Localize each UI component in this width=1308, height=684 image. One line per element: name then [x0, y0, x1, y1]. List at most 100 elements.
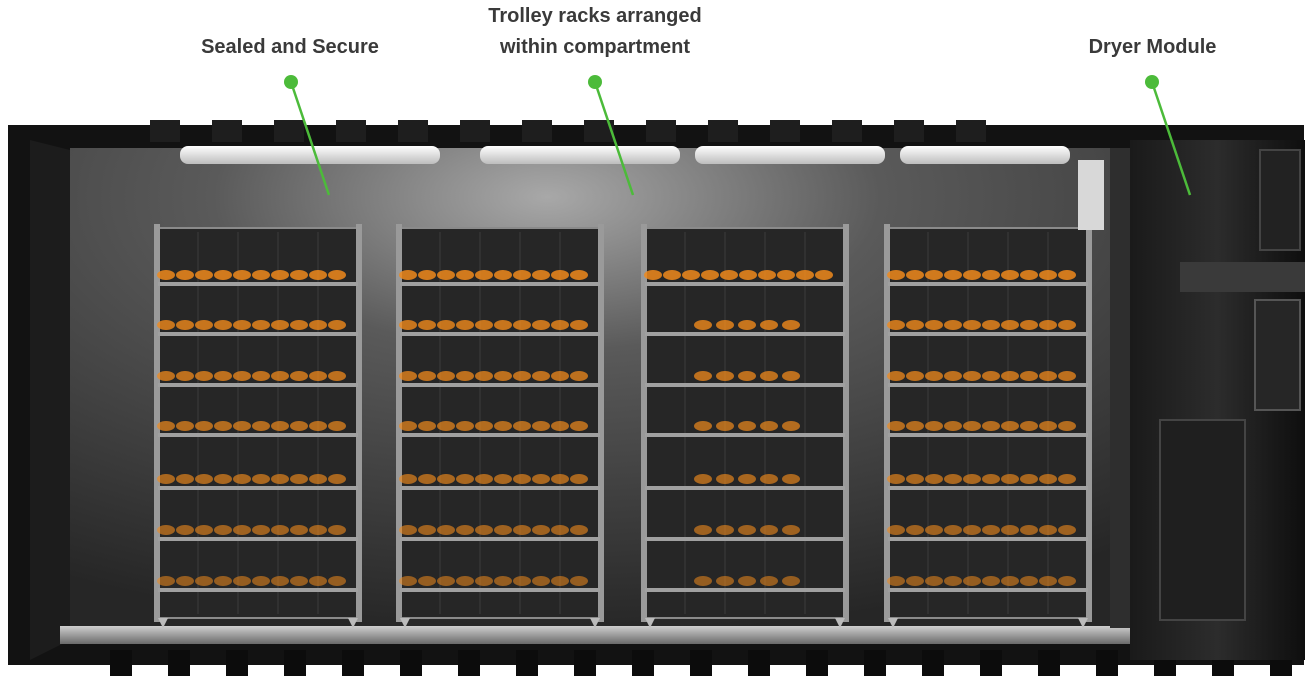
produce-piece [796, 270, 814, 280]
produce-piece [1020, 320, 1038, 330]
produce-piece [944, 320, 962, 330]
produce-piece [309, 270, 327, 280]
produce-piece [760, 576, 778, 586]
label-dryer-module: Dryer Module [1060, 32, 1245, 63]
rack-shelf [158, 332, 358, 336]
produce-piece [716, 421, 734, 431]
rack-shelf [888, 537, 1088, 541]
produce-piece [1058, 474, 1076, 484]
produce-piece [475, 320, 493, 330]
produce-piece [399, 576, 417, 586]
produce-piece [570, 270, 588, 280]
produce-piece [214, 525, 232, 535]
produce-piece [551, 320, 569, 330]
produce-piece [195, 525, 213, 535]
rack-shelf [400, 332, 600, 336]
produce-piece [944, 525, 962, 535]
produce-piece [290, 421, 308, 431]
produce-piece [176, 371, 194, 381]
trolley-rack [884, 224, 1092, 628]
produce-piece [760, 525, 778, 535]
produce-piece [233, 421, 251, 431]
produce-piece [925, 525, 943, 535]
produce-piece [437, 421, 455, 431]
produce-piece [1020, 576, 1038, 586]
rack-shelf [158, 486, 358, 490]
produce-piece [214, 576, 232, 586]
produce-piece [1001, 421, 1019, 431]
floor-rib [226, 650, 248, 676]
ceiling-light [480, 146, 680, 164]
produce-piece [418, 270, 436, 280]
produce-piece [694, 474, 712, 484]
produce-piece [456, 270, 474, 280]
produce-piece [328, 576, 346, 586]
produce-piece [328, 474, 346, 484]
floor-rib [748, 650, 770, 676]
rack-shelf [645, 282, 845, 286]
produce-piece [437, 320, 455, 330]
produce-piece [328, 320, 346, 330]
produce-piece [157, 320, 175, 330]
produce-piece [195, 270, 213, 280]
produce-piece [532, 525, 550, 535]
produce-piece [532, 576, 550, 586]
produce-piece [782, 474, 800, 484]
produce-piece [1020, 270, 1038, 280]
produce-piece [1058, 576, 1076, 586]
produce-piece [663, 270, 681, 280]
produce-piece [252, 525, 270, 535]
pointer-dot-sealed [284, 75, 298, 89]
produce-piece [418, 320, 436, 330]
produce-piece [418, 371, 436, 381]
label-trolley-line2: within compartment [499, 36, 690, 58]
produce-piece [982, 371, 1000, 381]
produce-piece [887, 421, 905, 431]
produce-piece [513, 525, 531, 535]
produce-piece [551, 474, 569, 484]
produce-piece [906, 576, 924, 586]
produce-piece [456, 525, 474, 535]
produce-piece [1020, 525, 1038, 535]
rack-shelf [158, 282, 358, 286]
produce-piece [738, 474, 756, 484]
produce-piece [513, 320, 531, 330]
produce-piece [570, 421, 588, 431]
label-trolley-racks: Trolley racks arranged within compartmen… [470, 1, 720, 63]
produce-piece [925, 270, 943, 280]
produce-piece [418, 421, 436, 431]
produce-piece [513, 371, 531, 381]
produce-piece [551, 371, 569, 381]
roof-rib [956, 120, 986, 142]
produce-piece [815, 270, 833, 280]
produce-piece [309, 421, 327, 431]
pointer-sealed [289, 81, 331, 196]
produce-piece [682, 270, 700, 280]
rack-shelf [400, 588, 600, 592]
produce-piece [906, 371, 924, 381]
produce-piece [456, 474, 474, 484]
produce-piece [782, 576, 800, 586]
floor-rib [284, 650, 306, 676]
produce-piece [157, 474, 175, 484]
rack-shelf [158, 383, 358, 387]
produce-piece [456, 371, 474, 381]
rack-shelf [888, 383, 1088, 387]
roof-ribs [150, 120, 986, 142]
roof-rib [212, 120, 242, 142]
produce-piece [494, 320, 512, 330]
floor-rib [864, 650, 886, 676]
label-sealed-and-secure: Sealed and Secure [190, 32, 390, 63]
produce-piece [233, 525, 251, 535]
produce-piece [252, 576, 270, 586]
produce-piece [760, 320, 778, 330]
produce-piece [963, 525, 981, 535]
produce-piece [1039, 270, 1057, 280]
produce-piece [925, 320, 943, 330]
produce-piece [925, 576, 943, 586]
produce-piece [738, 525, 756, 535]
produce-piece [271, 474, 289, 484]
produce-piece [887, 525, 905, 535]
